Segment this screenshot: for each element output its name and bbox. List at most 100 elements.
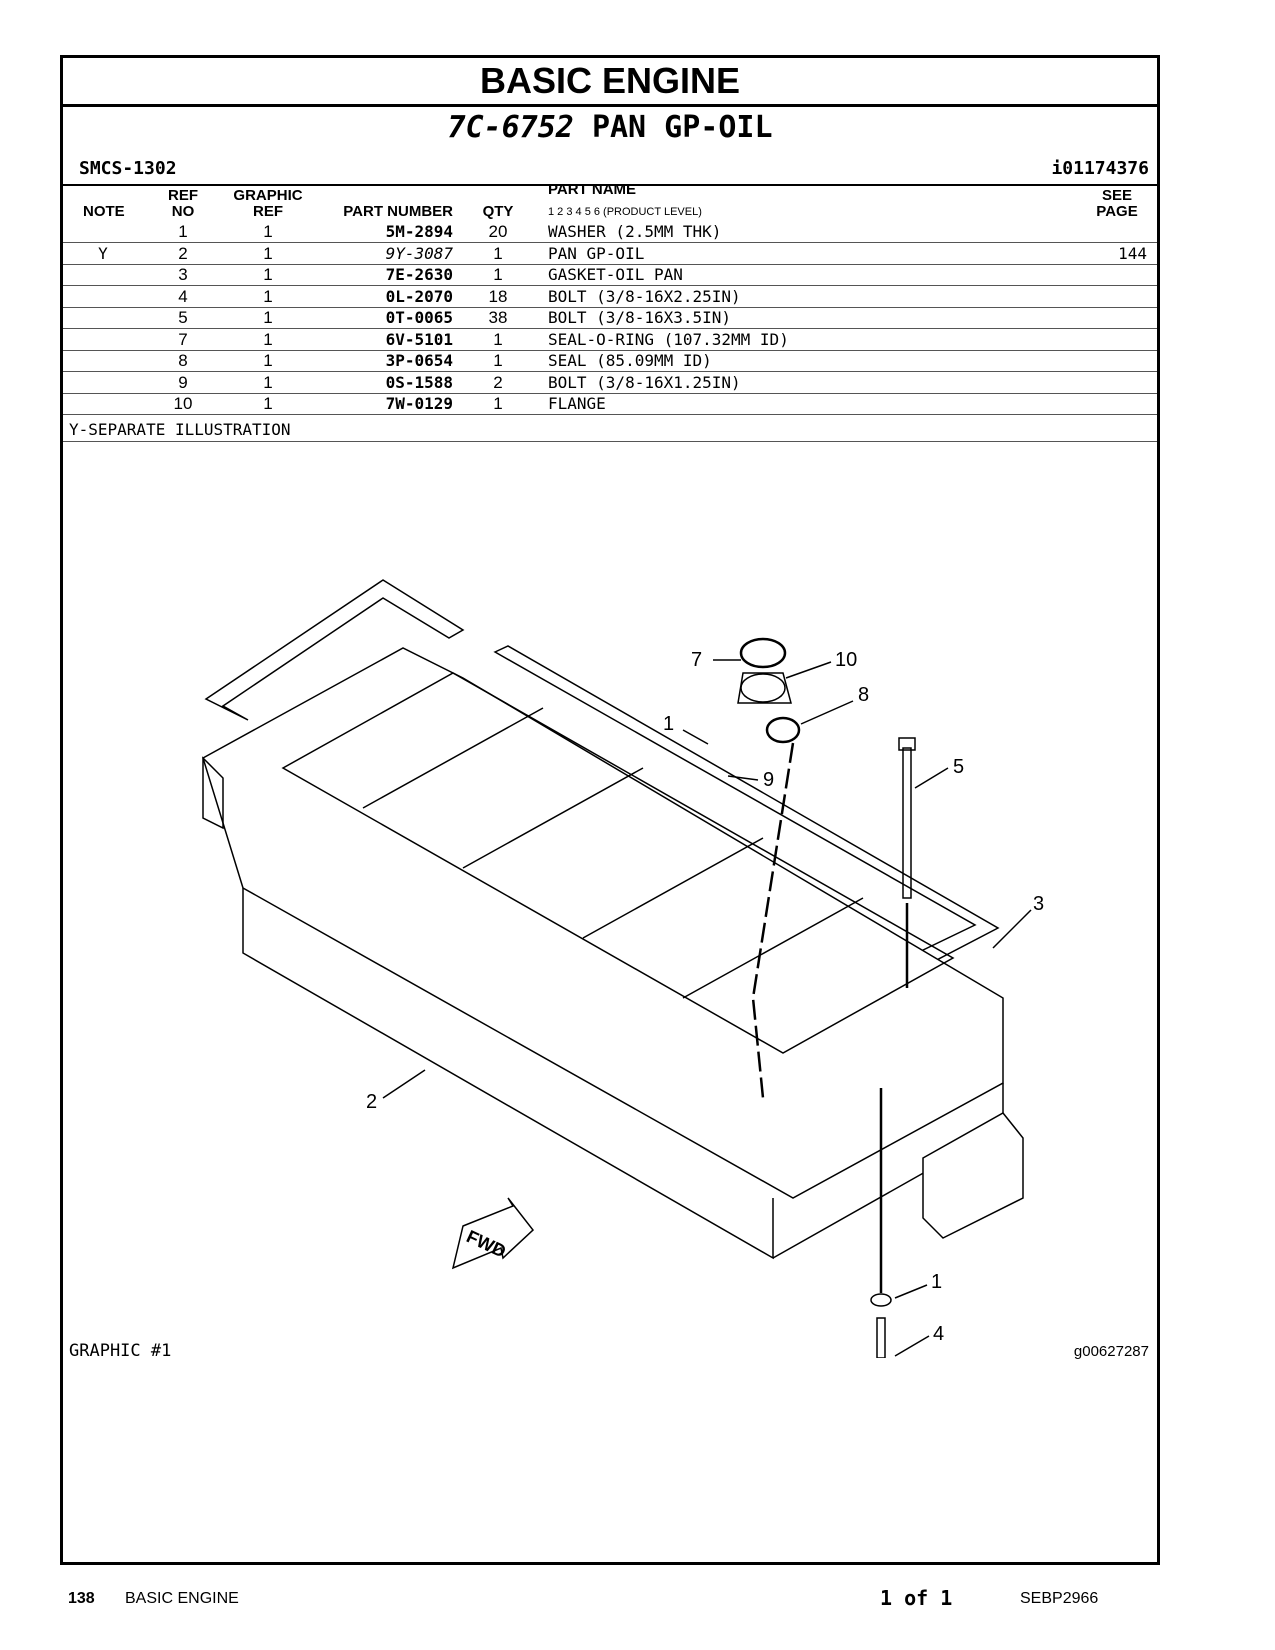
cell-ref-no: 10 [173,394,193,413]
graphic-id: g00627287 [1073,1343,1149,1360]
col-qty: QTY [482,203,514,220]
cell-ref-no: 7 [178,329,188,349]
callout-10: 10 [835,649,857,671]
footer-page-number: 138 [68,1590,95,1607]
flange-body [737,672,792,704]
cell-see-page: 144 [1118,243,1147,263]
leader-1-bottom [894,1284,928,1299]
cell-qty: 20 [488,222,508,241]
cell-qty: 1 [493,394,503,413]
cell-part-name: SEAL (85.09MM ID) [548,351,712,370]
page-frame: BASIC ENGINE 7C-6752 PAN GP-OIL SMCS-130… [60,55,1160,1565]
leader-3 [992,909,1032,949]
callout-1-top: 1 [663,713,674,735]
cell-qty: 2 [493,372,503,392]
cell-part-number: 3P-0654 [385,351,453,370]
col-ref-no: REF NO [163,188,203,220]
cell-part-number: 7W-0129 [385,394,453,413]
flange-top [740,673,786,703]
cell-part-name: BOLT (3/8-16X1.25IN) [548,372,741,392]
col-part-name: PART NAME [548,181,637,198]
group-part-number: 7C-6752 [447,110,574,145]
footer-section: BASIC ENGINE [125,1590,239,1607]
cell-graphic-ref: 1 [263,394,273,413]
cell-part-name: FLANGE [548,394,606,413]
graphic-label: GRAPHIC #1 [69,1341,172,1361]
cell-part-number: 0S-1588 [385,372,453,392]
cell-part-number: 5M-2894 [385,222,453,241]
cell-part-name: PAN GP-OIL [548,243,645,263]
page-title: BASIC ENGINE [63,58,1157,107]
cell-graphic-ref: 1 [263,222,273,241]
col-part-number: PART NUMBER [343,203,453,220]
col-note: NOTE [83,203,125,220]
flange-leader [751,742,795,1099]
cell-part-name: GASKET-OIL PAN [548,265,683,284]
footer-page-of: 1 of 1 [880,1586,953,1610]
cell-qty: 18 [488,286,508,306]
cell-ref-no: 8 [178,351,188,370]
info-id: i01174376 [1051,158,1149,179]
col-graphic-ref-line2: REF [253,203,283,220]
cell-part-number: 6V-5101 [385,329,453,349]
pan-side-wall [242,888,774,1260]
cell-qty: 38 [488,308,508,327]
table-row: 4 1 0L-2070 18 BOLT (3/8-16X2.25IN) [63,285,1157,308]
cell-ref-no: 9 [178,372,188,392]
cell-ref-no: 1 [178,222,188,241]
cell-part-number: 9Y-3087 [385,243,453,263]
cell-ref-no: 4 [178,286,188,306]
callout-2: 2 [366,1091,377,1113]
pan-inner-rim [281,672,955,1054]
note-rule [63,441,1157,442]
cell-ref-no: 2 [178,243,188,263]
leader-10 [785,661,832,679]
exploded-view-illustration: 7 10 8 1 9 5 3 2 1 4 FWD [202,579,1044,1358]
cell-ref-no: 5 [178,308,188,327]
cell-part-name: SEAL-O-RING (107.32MM ID) [548,329,789,349]
cell-graphic-ref: 1 [263,286,273,306]
cell-qty: 1 [493,351,503,370]
col-graphic-ref-line1: GRAPHIC [233,187,303,204]
seal-8 [765,716,801,744]
callout-8: 8 [858,684,869,706]
cell-part-name: BOLT (3/8-16X3.5IN) [548,308,732,327]
oil-pan-outline [202,647,1004,1199]
cell-part-number: 7E-2630 [385,265,453,284]
gasket-fragment [204,579,465,721]
cell-ref-no: 3 [178,265,188,284]
cell-part-name: WASHER (2.5MM THK) [548,222,722,241]
col-ref-no-line2: NO [171,203,195,220]
col-see-page-line1: SEE [1101,187,1132,204]
cell-graphic-ref: 1 [263,372,273,392]
table-row: 9 1 0S-1588 2 BOLT (3/8-16X1.25IN) [63,371,1157,394]
cell-part-name: BOLT (3/8-16X2.25IN) [548,286,741,306]
cell-graphic-ref: 1 [263,243,273,263]
group-title: 7C-6752 PAN GP-OIL [63,110,1157,145]
cell-part-number: 0L-2070 [385,286,453,306]
cell-note: Y [98,243,108,263]
callout-3: 3 [1033,893,1044,915]
group-part-name: PAN GP-OIL [591,110,773,145]
bolt-4 [876,1317,886,1358]
pan-left-end [202,756,224,830]
col-ref-no-line1: REF [168,187,198,204]
callout-9: 9 [763,769,774,791]
cell-graphic-ref: 1 [263,308,273,327]
col-graphic-ref: GRAPHIC REF [228,188,308,220]
cell-qty: 1 [493,329,503,349]
col-see-page: SEE PAGE [1087,188,1147,220]
leader-8 [800,700,854,725]
leader-5 [914,767,949,789]
washer-1 [870,1293,892,1307]
separate-illustration-note: Y-SEPARATE ILLUSTRATION [69,420,291,439]
leader-9 [727,775,759,781]
cell-qty: 1 [493,265,503,284]
cell-graphic-ref: 1 [263,265,273,284]
seal-o-ring-7 [739,637,787,669]
leader-4 [894,1335,930,1357]
